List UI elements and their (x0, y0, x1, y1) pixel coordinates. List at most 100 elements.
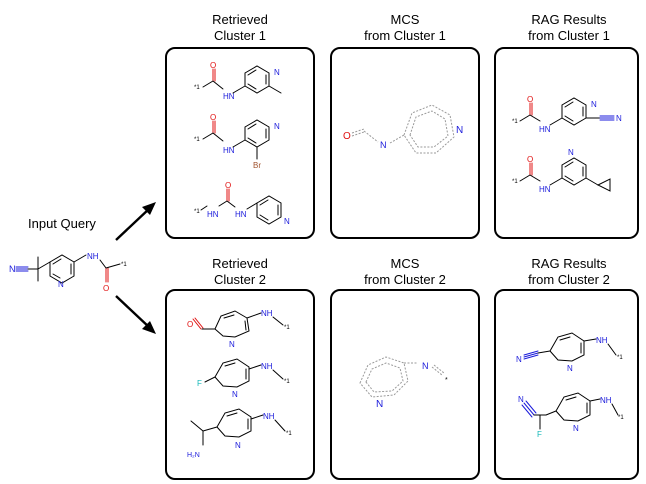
title-line: MCS (390, 256, 420, 271)
title-rag-cluster-2: RAG Results from Cluster 2 (494, 256, 644, 288)
title-mcs-cluster-1: MCS from Cluster 1 (330, 12, 480, 44)
atom-n: N (422, 361, 429, 371)
atom-h: H (207, 210, 213, 219)
atom-h: H (539, 185, 545, 194)
title-line: Retrieved (212, 256, 268, 271)
input-query-label: Input Query (28, 216, 96, 231)
atom-n: N (232, 390, 238, 399)
atom-h: H (235, 210, 241, 219)
rag-cluster-1-molecules: *1 O HN N N *1 O HN N (512, 95, 622, 194)
atom-nh: NH (87, 252, 99, 261)
atom-h2n: H₂N (187, 452, 200, 459)
atom-h: H (223, 146, 229, 155)
atom-nh: HN (223, 146, 235, 155)
mcs-cluster-1-structure: O N N (343, 104, 463, 154)
attachment-point: *1 (286, 431, 292, 437)
attachment-point: *1 (618, 415, 624, 421)
atom-nh: HN (235, 210, 247, 219)
arrow-to-cluster-2 (115, 295, 156, 334)
panel-rag-cluster-1: *1 O HN N N *1 O HN N (494, 47, 639, 239)
atom-o: O (527, 155, 533, 164)
atom-n: N (229, 340, 235, 349)
panel-retrieved-cluster-1: *1 O HN N *1 O HN N Br *1 (165, 47, 315, 239)
panel-mcs-cluster-1: O N N (330, 47, 480, 239)
atom-n-label: N (229, 146, 235, 155)
title-line: from Cluster 1 (528, 28, 610, 43)
atom-n: N (58, 280, 64, 289)
atom-h: H (223, 92, 229, 101)
title-retrieved-cluster-1: Retrieved Cluster 1 (165, 12, 315, 44)
attachment-point: * (445, 377, 448, 384)
input-query-molecule: N N NH O *1 (9, 252, 127, 293)
atom-n: N (616, 114, 622, 123)
title-line: from Cluster 2 (364, 272, 446, 287)
title-retrieved-cluster-2: Retrieved Cluster 2 (165, 256, 315, 288)
atom-nh: HN (539, 125, 551, 134)
atom-o: O (103, 284, 109, 293)
atom-n: N (567, 364, 573, 373)
atom-nh: HN (539, 185, 551, 194)
atom-o: O (210, 61, 216, 70)
atom-n: N (573, 424, 579, 433)
panel-rag-cluster-2: N N NH *1 N F N NH *1 (494, 289, 639, 480)
panel-mcs-cluster-2: N N * (330, 289, 480, 480)
atom-o: O (225, 181, 231, 190)
atom-o: O (527, 95, 533, 104)
atom-n: N (591, 100, 597, 109)
atom-n: N (456, 125, 463, 136)
atom-n: N (9, 264, 16, 274)
title-line: from Cluster 1 (364, 28, 446, 43)
atom-o: O (210, 113, 216, 122)
atom-n-label: N (545, 185, 551, 194)
atom-h: H (539, 125, 545, 134)
attachment-point: *1 (284, 325, 290, 331)
attachment-point: *1 (121, 262, 127, 268)
atom-nh: NH (600, 396, 612, 405)
title-line: Cluster 1 (213, 28, 267, 43)
title-rag-cluster-1: RAG Results from Cluster 1 (494, 12, 644, 44)
atom-n-label: N (545, 125, 551, 134)
rag-cluster-2-molecules: N N NH *1 N F N NH *1 (516, 332, 624, 439)
attachment-point: *1 (284, 379, 290, 385)
atom-nh: NH (596, 336, 608, 345)
atom-n: N (516, 355, 522, 364)
title-line: RAG Results (531, 12, 607, 27)
title-mcs-cluster-2: MCS from Cluster 2 (330, 256, 480, 288)
title-line: MCS (390, 12, 420, 27)
attachment-point: *1 (512, 119, 518, 125)
atom-n: N (376, 399, 383, 410)
atom-n-label: N (213, 210, 219, 219)
atom-n: N (274, 122, 280, 131)
atom-n: N (284, 217, 290, 226)
atom-nh: NH (261, 362, 273, 371)
mcs-cluster-2-structure: N N * (359, 356, 448, 410)
atom-n: N (568, 148, 574, 157)
atom-f: F (537, 430, 542, 439)
attachment-point: *1 (194, 85, 200, 91)
attachment-point: *1 (194, 137, 200, 143)
atom-n: N (380, 140, 387, 150)
atom-nh: NH (261, 309, 273, 318)
atom-o: O (343, 131, 351, 142)
atom-nh: NH (263, 412, 275, 421)
atom-n-label: N (229, 92, 235, 101)
atom-n: N (235, 441, 241, 450)
title-line: Retrieved (212, 12, 268, 27)
arrow-to-cluster-1 (115, 202, 156, 241)
attachment-point: *1 (512, 179, 518, 185)
atom-n: N (274, 68, 280, 77)
atom-f: F (197, 379, 202, 388)
retrieved-cluster-2-molecules: O N NH *1 F N NH *1 H₂N N NH *1 (187, 309, 292, 459)
atom-nh: HN (223, 92, 235, 101)
atom-n: N (518, 395, 524, 404)
attachment-point: *1 (194, 209, 200, 215)
title-line: RAG Results (531, 256, 607, 271)
panel-retrieved-cluster-2: O N NH *1 F N NH *1 H₂N N NH *1 (165, 289, 315, 480)
title-line: from Cluster 2 (528, 272, 610, 287)
attachment-point: *1 (617, 355, 623, 361)
atom-o: O (187, 320, 193, 329)
atom-nh: HN (207, 210, 219, 219)
atom-n-label: N (241, 210, 247, 219)
atom-br: Br (253, 161, 261, 170)
title-line: Cluster 2 (213, 272, 267, 287)
